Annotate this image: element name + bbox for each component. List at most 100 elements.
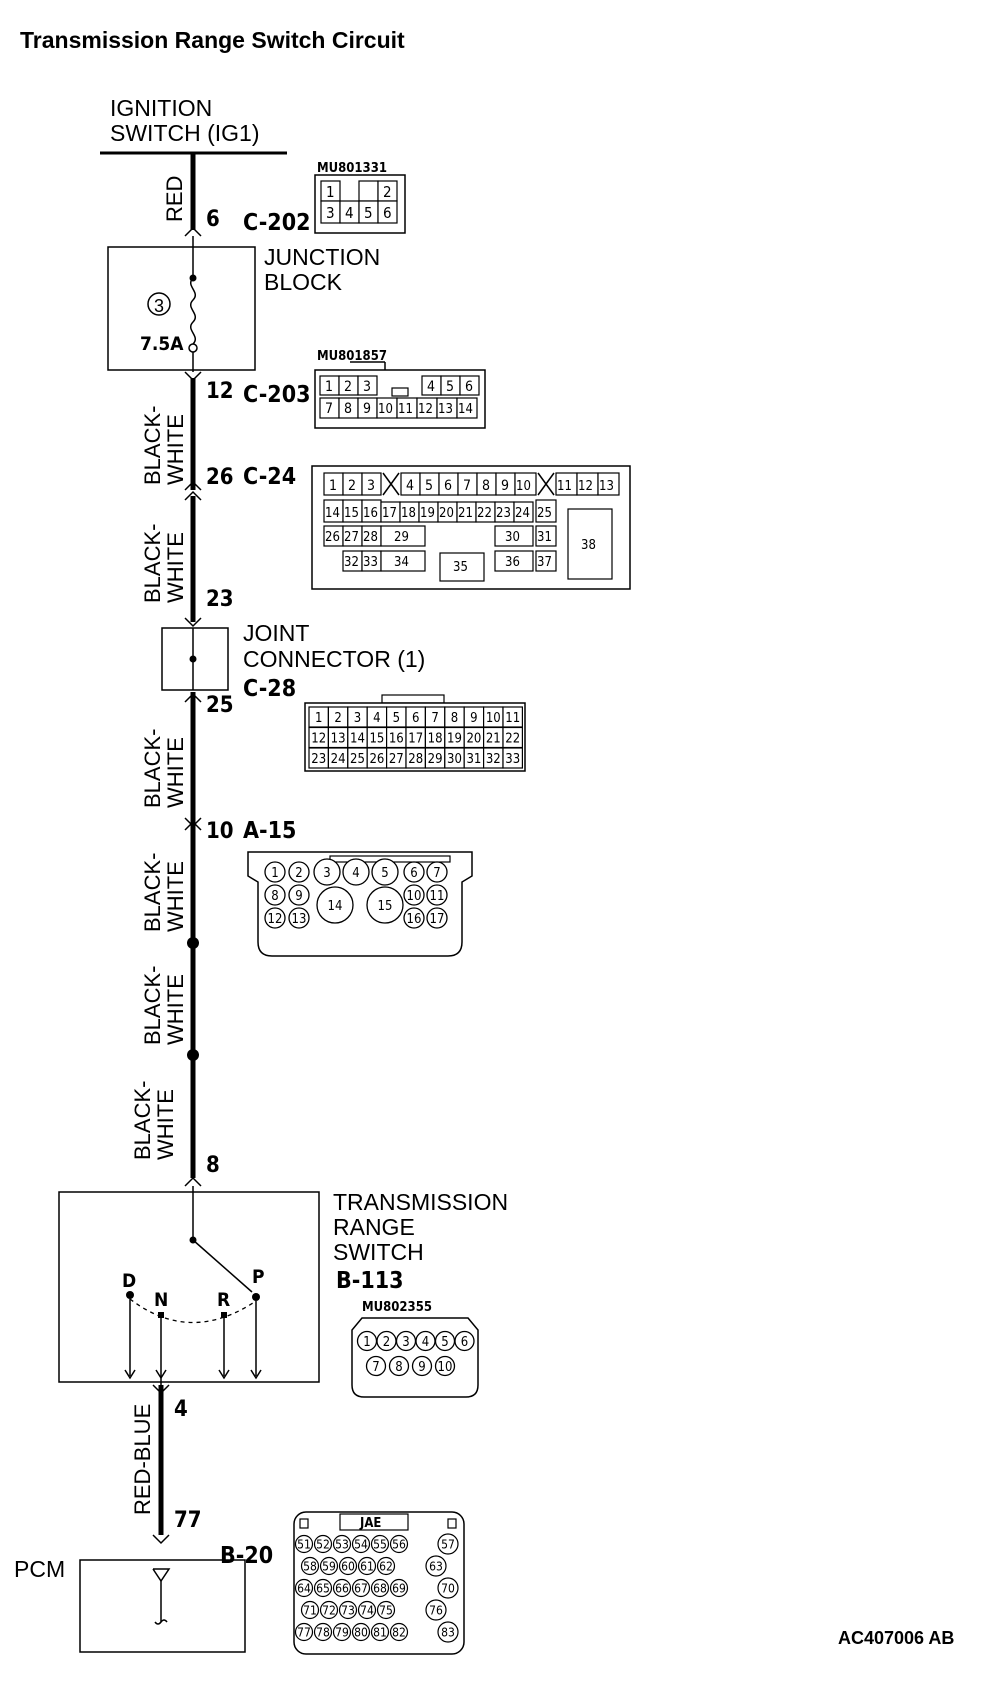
a15-pin: 9 (295, 889, 302, 904)
c24-pin: 37 (537, 555, 552, 570)
b20-id: B-20 (220, 1543, 273, 1569)
c24-pin: 12 (578, 479, 593, 494)
c28-pin: 13 (331, 732, 346, 747)
c28-pin: 3 (354, 711, 361, 726)
connector-c-202: C-202 MU801331 1 2 3 4 5 6 (243, 161, 406, 236)
c202-pin: 5 (364, 204, 373, 222)
ignition-label-line2: SWITCH (IG1) (110, 120, 260, 146)
junction-block-line1: JUNCTION (264, 244, 380, 270)
c28-pin: 4 (373, 711, 380, 726)
c203-pin: 10 (378, 402, 393, 417)
c202-id: C-202 (243, 210, 311, 236)
splice-dot-2 (187, 1049, 199, 1061)
wire-bw-4b: WHITE (163, 861, 188, 932)
b20-pin: 82 (392, 1626, 406, 1640)
a15-pin: 11 (430, 889, 445, 904)
b20-pin: 63 (429, 1560, 443, 1574)
c203-pin: 5 (446, 379, 454, 395)
wire-bw-1b: WHITE (163, 414, 188, 485)
c203-id: C-203 (243, 382, 311, 408)
c24-pin: 16 (363, 506, 378, 521)
junction-block-line2: BLOCK (264, 269, 343, 295)
b20-pin: 74 (360, 1604, 374, 1618)
position-d: D (122, 1270, 136, 1292)
b20-pin: 56 (392, 1538, 406, 1552)
c24-pin: 1 (329, 478, 337, 494)
b113-pin: 8 (395, 1360, 402, 1375)
c24-pin: 14 (325, 506, 340, 521)
transmission-range-switch: D N R P TRANSMISSION RANGE SWITCH (58, 1186, 508, 1385)
b113-id: B-113 (336, 1268, 404, 1294)
wire-bw-5b: WHITE (163, 974, 188, 1045)
c24-pin: 11 (557, 479, 572, 494)
pcm: PCM (14, 1556, 246, 1653)
c24-pin: 34 (394, 555, 409, 570)
trs-label-line1: TRANSMISSION (333, 1189, 508, 1215)
c28-pin: 6 (412, 711, 419, 726)
pin-23: 23 (206, 587, 234, 612)
c28-pin: 2 (334, 711, 341, 726)
c202-pin: 6 (383, 204, 392, 222)
c203-part: MU801857 (317, 349, 387, 364)
c28-pin: 28 (408, 752, 423, 767)
wire-red-blue: RED-BLUE (130, 1404, 155, 1515)
main-wire (158, 153, 199, 1535)
joint-connector: JOINT CONNECTOR (1) (161, 620, 425, 691)
b20-pin: 65 (316, 1582, 330, 1596)
b20-pin: 51 (297, 1538, 311, 1552)
c24-pin: 10 (516, 479, 531, 494)
b20-pin: 80 (354, 1626, 368, 1640)
c24-pin: 9 (501, 478, 509, 494)
c203-pin: 4 (427, 379, 435, 395)
b20-pin: 52 (316, 1538, 330, 1552)
b20-pin: 69 (392, 1582, 406, 1596)
c203-pin: 1 (325, 379, 333, 395)
c24-pin: 19 (420, 506, 435, 521)
b20-pin: 78 (316, 1626, 330, 1640)
b113-part: MU802355 (362, 1300, 432, 1315)
c24-pin: 24 (515, 506, 530, 521)
c28-pin: 31 (466, 752, 481, 767)
wire-bw-6b: WHITE (153, 1089, 178, 1160)
c24-pin: 6 (444, 478, 452, 494)
position-n: N (154, 1289, 168, 1311)
c24-pin: 21 (458, 506, 473, 521)
c24-pin: 15 (344, 506, 359, 521)
b20-pin: 68 (373, 1582, 387, 1596)
c28-pin: 29 (428, 752, 443, 767)
b20-pin: 70 (441, 1582, 455, 1596)
a15-pin: 17 (430, 912, 445, 927)
c28-pin: 26 (369, 752, 384, 767)
b20-pin: 53 (335, 1538, 349, 1552)
b20-pin: 54 (354, 1538, 368, 1552)
c24-pin: 5 (425, 478, 433, 494)
c24-pin: 8 (482, 478, 490, 494)
c24-pin: 26 (325, 530, 340, 545)
trs-label-line2: RANGE (333, 1214, 415, 1240)
c202-pin: 4 (345, 204, 354, 222)
a15-pin: 6 (410, 866, 417, 881)
c203-pin: 2 (344, 379, 352, 395)
c28-pin: 21 (486, 732, 501, 747)
c28-pin: 30 (447, 752, 462, 767)
wire-bw-2b: WHITE (163, 532, 188, 603)
b20-pin: 62 (379, 1560, 393, 1574)
c203-pin: 13 (438, 402, 453, 417)
c203-pin: 6 (465, 379, 473, 395)
ignition-switch: IGNITION SWITCH (IG1) (100, 95, 287, 155)
b20-pin: 61 (360, 1560, 374, 1574)
c28-pin: 1 (315, 711, 322, 726)
a15-pin: 13 (292, 912, 307, 927)
c24-pin: 33 (363, 555, 378, 570)
a15-pin: 2 (295, 866, 302, 881)
b113-pin: 10 (438, 1360, 453, 1375)
c28-pin: 7 (431, 711, 438, 726)
b113-pin: 3 (402, 1335, 409, 1350)
c28-pin: 25 (350, 752, 365, 767)
pin-6: 6 (206, 207, 220, 232)
c24-pin: 27 (344, 530, 359, 545)
b20-pin: 58 (303, 1560, 317, 1574)
a15-pin: 14 (328, 899, 343, 914)
pin-12: 12 (206, 379, 234, 404)
